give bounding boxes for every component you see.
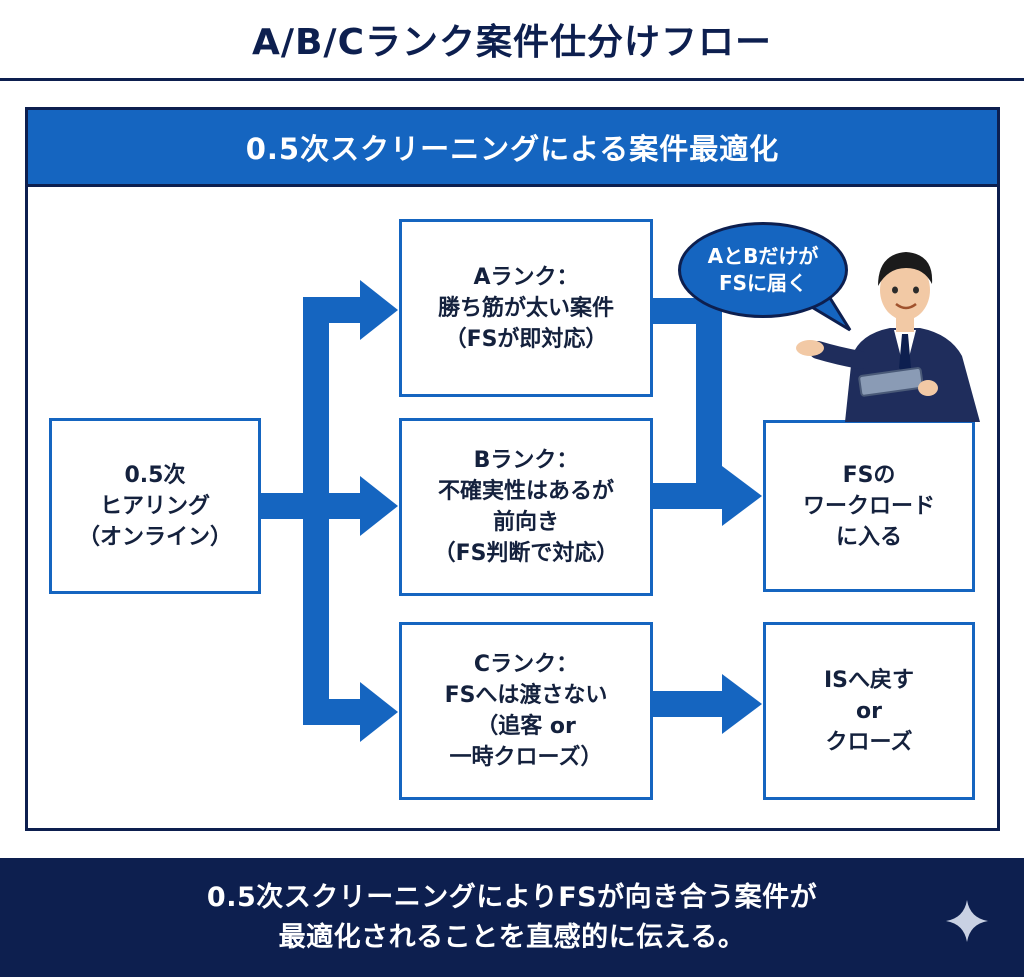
connector-branch-b — [303, 493, 363, 519]
rank-b-line-3: 前向き — [492, 510, 559, 535]
fs-workload-line-1: FSの — [842, 462, 896, 488]
return-is-line-2: or — [856, 698, 882, 724]
connector-branch-c — [303, 699, 363, 725]
fs-workload-line-2: ワークロード — [802, 493, 935, 519]
return-is-line-3: クローズ — [825, 729, 913, 755]
rank-c-line-2: FSへは渡さない — [444, 683, 608, 708]
rank-b-line-2: 不確実性はあるが — [437, 479, 614, 504]
rank-b-line-1: Bランク： — [473, 448, 579, 473]
hearing-line-2: ヒアリング — [99, 493, 210, 519]
rank-c-line-3: （追客 or — [476, 714, 576, 739]
footer-line-2: 最適化されることを直感的に伝える。 — [278, 921, 746, 953]
title-divider — [0, 78, 1024, 81]
rank-c-line-1: Cランク： — [473, 652, 579, 677]
diagram-subtitle: 0.5次スクリーニングによる案件最適化 — [28, 110, 997, 187]
footer-line-1: 0.5次スクリーニングによりFSが向き合う案件が — [206, 881, 818, 913]
page-title: A/B/Cランク案件仕分けフロー — [251, 22, 773, 63]
connector-ab-merge — [696, 483, 726, 509]
sparkle-icon — [946, 900, 988, 942]
node-hearing: 0.5次 ヒアリング （オンライン） — [49, 418, 261, 594]
arrowhead-to-b — [360, 476, 398, 536]
rank-a-line-2: 勝ち筋が太い案件 — [437, 295, 614, 321]
connector-branch-a — [303, 297, 363, 323]
node-rank-c: Cランク： FSへは渡さない （追客 or 一時クローズ） — [399, 622, 653, 800]
arrowhead-to-a — [360, 280, 398, 340]
speech-bubble-line-1: AとBだけが — [707, 244, 819, 268]
arrowhead-to-fs — [722, 466, 762, 526]
node-rank-b: Bランク： 不確実性はあるが 前向き （FS判断で対応） — [399, 418, 653, 596]
node-rank-a: Aランク： 勝ち筋が太い案件 （FSが即対応） — [399, 219, 653, 397]
rank-a-line-3: （FSが即対応） — [444, 326, 608, 352]
rank-a-line-1: Aランク： — [473, 264, 579, 290]
rank-b-line-4: （FS判断で対応） — [433, 541, 619, 566]
fs-workload-line-3: に入る — [835, 524, 902, 550]
speech-bubble: AとBだけが FSに届く — [678, 222, 848, 318]
connector-a-down — [696, 298, 722, 508]
rank-c-line-4: 一時クローズ） — [449, 745, 603, 770]
node-return-is: ISへ戻す or クローズ — [763, 622, 975, 800]
hearing-line-3: （オンライン） — [77, 524, 232, 550]
node-fs-workload: FSの ワークロード に入る — [763, 420, 975, 592]
speech-bubble-line-2: FSに届く — [718, 271, 808, 295]
arrowhead-to-is — [722, 674, 762, 734]
return-is-line-1: ISへ戻す — [823, 667, 915, 693]
businessman-presenter-icon — [796, 252, 980, 422]
connector-c-out — [652, 691, 726, 717]
hearing-line-1: 0.5次 — [124, 462, 186, 488]
footer-banner: 0.5次スクリーニングによりFSが向き合う案件が 最適化されることを直感的に伝え… — [0, 858, 1024, 977]
arrowhead-to-c — [360, 682, 398, 742]
